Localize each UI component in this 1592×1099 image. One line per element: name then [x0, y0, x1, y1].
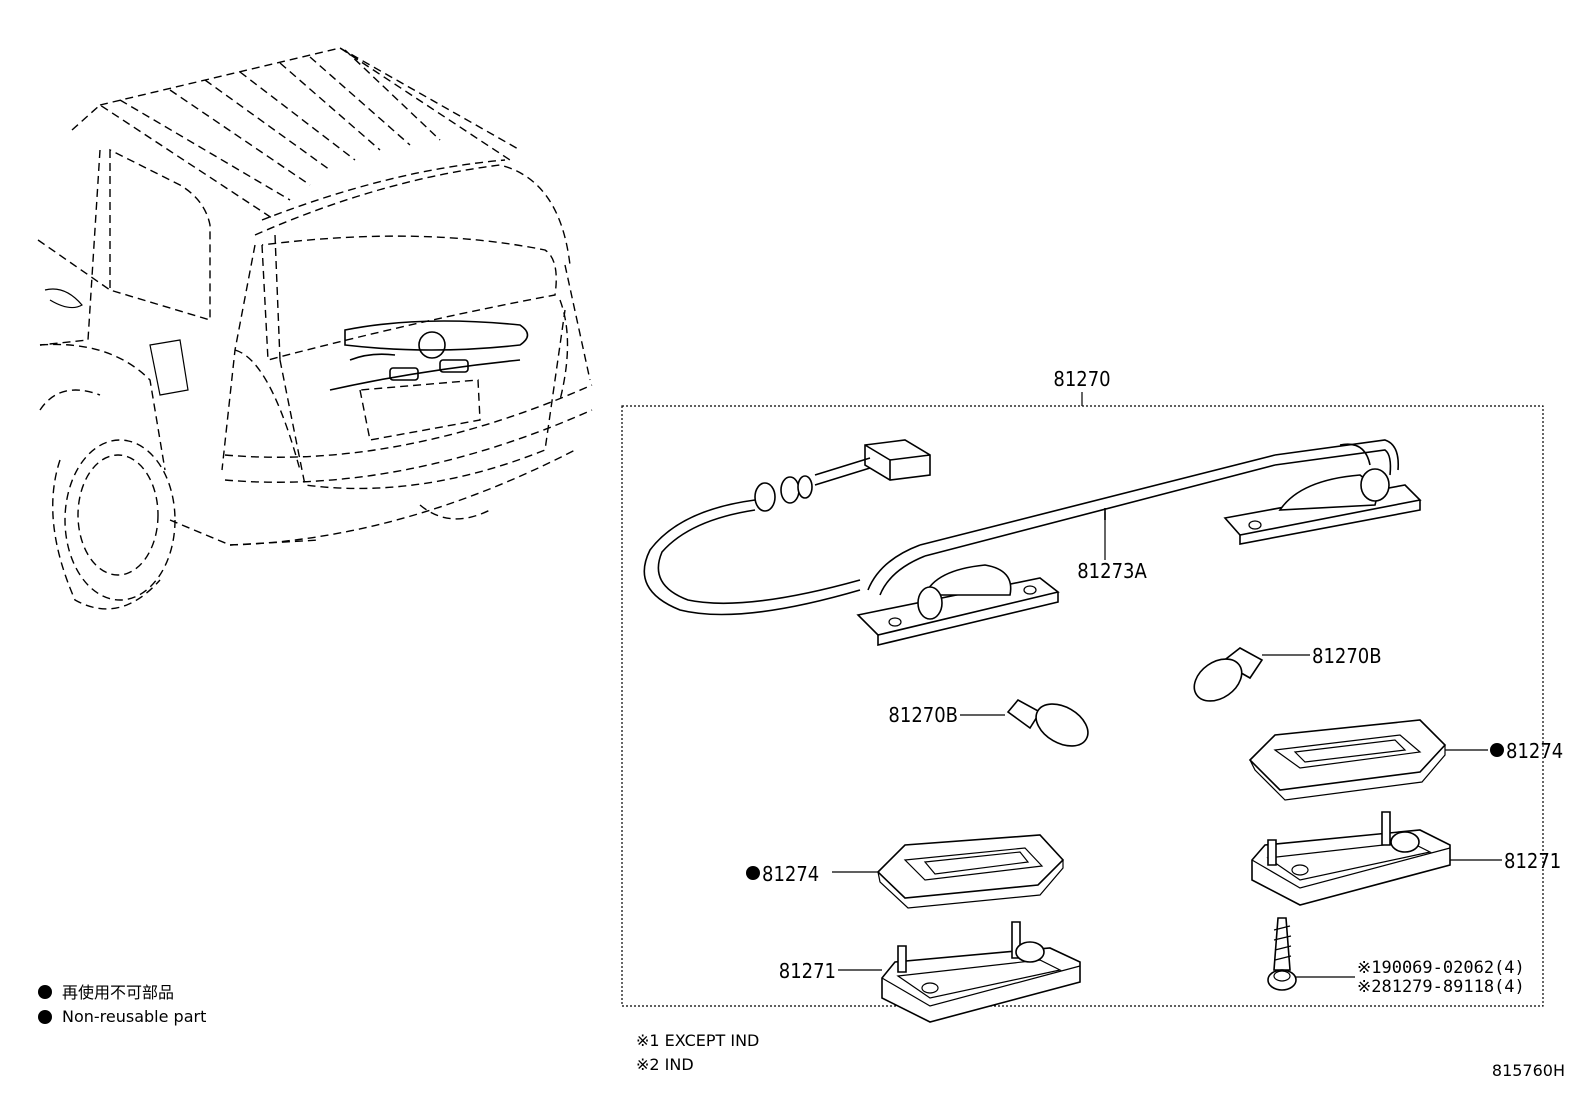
footnote-1: ※1 EXCEPT IND — [636, 1031, 759, 1050]
housing-right-part-number: 81271 — [1504, 849, 1561, 873]
lens-left-part-number: 81274 — [762, 862, 819, 886]
socket-plate-right — [1223, 468, 1422, 545]
vehicle-rear-illustration — [37, 47, 593, 610]
legend: 再使用不可部品 Non-reusable part — [38, 983, 206, 1026]
non-reusable-dot-icon — [1490, 743, 1504, 757]
non-reusable-dot-icon — [746, 866, 760, 880]
screw-part-number-2: ※281279-89118(4) — [1357, 977, 1525, 997]
harness-part-number: 81273A — [1077, 559, 1147, 583]
lens-left — [876, 834, 1065, 909]
housing-left-part-number: 81271 — [779, 959, 836, 983]
housing-right — [1251, 811, 1451, 906]
housing-left — [881, 921, 1081, 1023]
lens-right — [1248, 719, 1447, 801]
non-reusable-dot-icon — [38, 1010, 52, 1024]
bulb-left-part-number: 81270B — [888, 703, 958, 727]
assembly-part-number: 81270 — [1053, 367, 1110, 391]
non-reusable-dot-icon — [38, 985, 52, 999]
screw-part-number-1: ※190069-02062(4) — [1357, 958, 1525, 978]
screw — [1267, 917, 1297, 991]
legend-jp: 再使用不可部品 — [62, 983, 174, 1002]
socket-plate-left — [856, 564, 1060, 647]
legend-en: Non-reusable part — [62, 1007, 206, 1026]
footnote-2: ※2 IND — [636, 1055, 694, 1074]
bulb-left — [1006, 698, 1089, 747]
bulb-right — [1193, 647, 1264, 702]
figure-id: 815760H — [1492, 1061, 1565, 1080]
bulb-right-part-number: 81270B — [1312, 644, 1382, 668]
wire-harness — [643, 439, 1400, 616]
lens-right-part-number: 81274 — [1506, 739, 1563, 763]
